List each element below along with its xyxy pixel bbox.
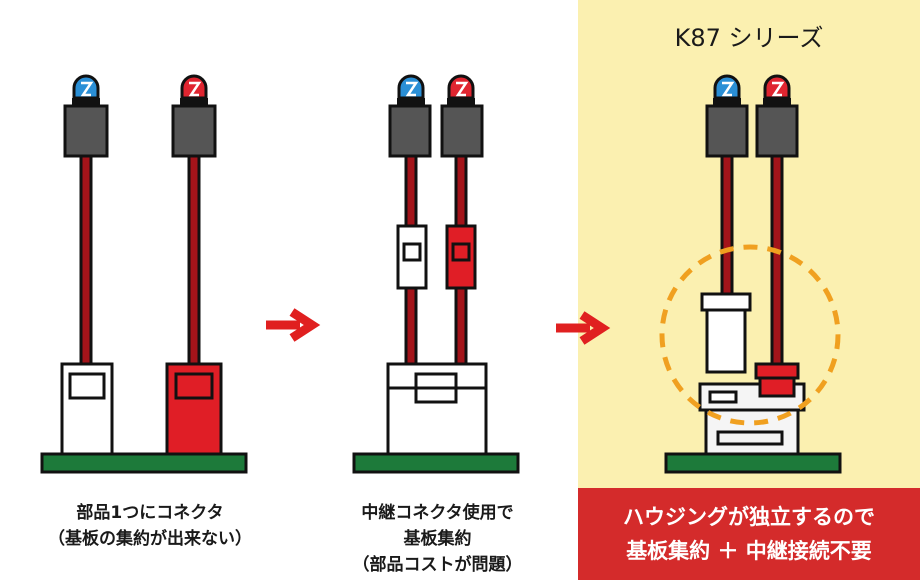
banner-line: ハウジングが独立するので: [623, 505, 875, 529]
led-icon: [180, 74, 208, 106]
caption-line: 基板集約: [403, 529, 472, 549]
led-icon: [763, 74, 791, 106]
pcb-board: [40, 452, 248, 474]
arrow-right-icon: [556, 311, 611, 345]
led-holder: [705, 104, 749, 158]
led-holder: [755, 104, 799, 158]
led-icon: [72, 74, 100, 106]
panel-1-illustration: [40, 104, 248, 474]
wire-left: [404, 154, 418, 228]
caption-line: 部品1つにコネクタ: [76, 503, 224, 523]
connector-red: [165, 362, 223, 456]
led-holder: [171, 104, 217, 158]
arrow-right-icon: [266, 308, 321, 342]
led-icon: [447, 74, 475, 106]
wire-right: [770, 154, 784, 368]
highlight-dashed-circle: [659, 244, 841, 426]
panel-1-caption: 部品1つにコネクタ （基板の集約が出来ない）: [0, 500, 300, 552]
caption-line: 中継コネクタ使用で: [361, 503, 514, 523]
connector-white: [60, 362, 114, 456]
wire-right: [187, 154, 201, 366]
wire-right: [454, 154, 468, 228]
led-holder: [63, 104, 109, 158]
series-title: K87 シリーズ: [674, 24, 824, 52]
caption-line: （基板の集約が出来ない）: [48, 529, 252, 549]
panel-2-caption: 中継コネクタ使用で 基板集約 （部品コストが問題）: [300, 500, 575, 578]
pcb-board: [352, 452, 520, 474]
shared-housing: [386, 362, 488, 456]
banner-line: 基板集約 ＋ 中継接続不要: [626, 539, 872, 563]
k87-benefit-banner: ハウジングが独立するので 基板集約 ＋ 中継接続不要: [578, 488, 920, 580]
led-icon: [713, 74, 741, 106]
led-holder: [440, 104, 484, 158]
led-holder: [388, 104, 432, 158]
pcb-board: [664, 452, 842, 474]
relay-connector-white: [396, 224, 428, 290]
relay-connector-red: [445, 224, 477, 290]
wire-left: [720, 154, 734, 296]
independent-housing-red: [754, 362, 800, 398]
independent-housing-white: [700, 292, 752, 374]
led-icon: [397, 74, 425, 106]
wire-left: [79, 154, 93, 366]
caption-line: （部品コストが問題）: [352, 555, 523, 575]
panel-2-illustration: [352, 104, 520, 474]
